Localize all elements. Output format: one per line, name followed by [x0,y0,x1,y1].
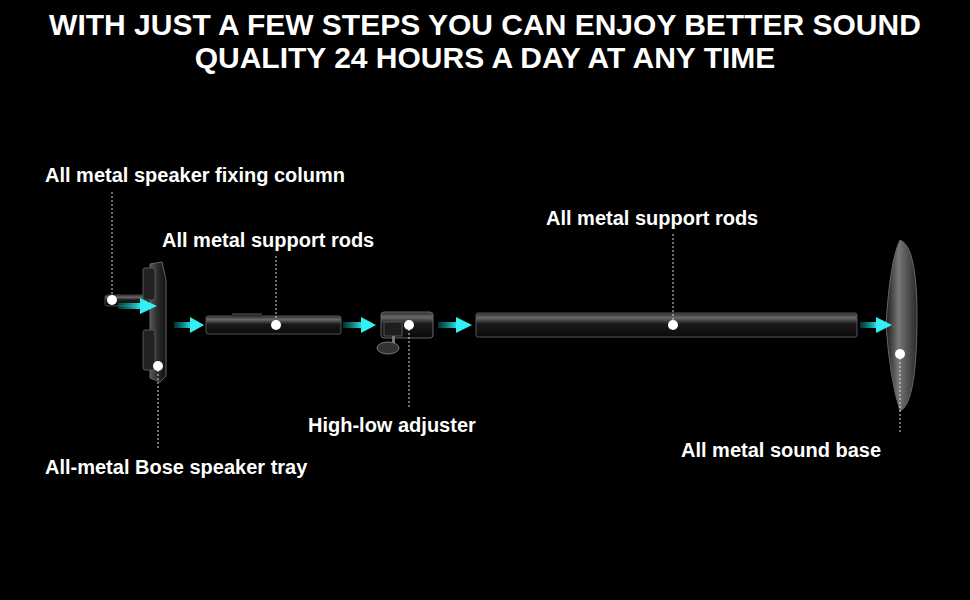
part-label: All metal sound base [681,438,881,462]
part-label: All metal support rods [162,228,374,252]
title: WITH JUST A FEW STEPS YOU CAN ENJOY BETT… [15,8,955,74]
part-label: High-low adjuster [308,413,476,437]
part-label: All metal support rods [546,206,758,230]
part-label: All metal speaker fixing column [45,163,345,187]
part-label: All-metal Bose speaker tray [45,455,307,479]
